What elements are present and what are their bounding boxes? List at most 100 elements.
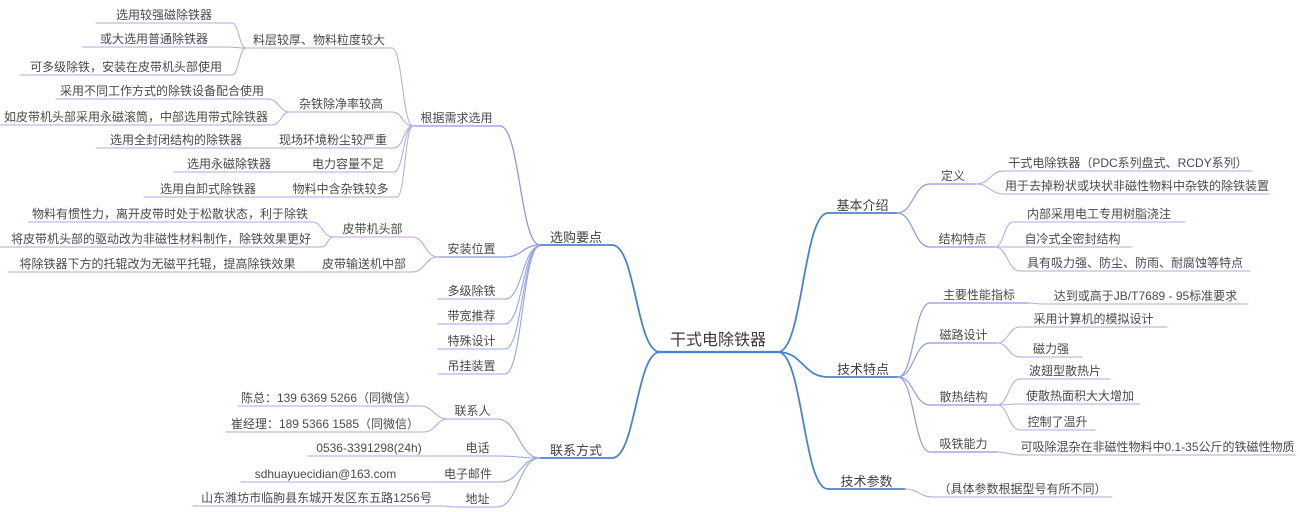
node-contact-cui[interactable]: 崔经理：189 5366 1585（同微信）	[230, 417, 420, 431]
node-phone[interactable]: 电话	[465, 441, 490, 455]
node-fully-enclosed-separator[interactable]: 选用全封闭结构的除铁器	[109, 133, 242, 147]
node-increased-area[interactable]: 使散热面积大大增加	[1025, 389, 1134, 403]
branch-line	[897, 302, 1029, 378]
node-install-position[interactable]: 安装位置	[447, 242, 496, 256]
node-insufficient-power[interactable]: 电力容量不足	[311, 157, 384, 171]
node-or-larger-ordinary-separator[interactable]: 或大选用普通除铁器	[99, 32, 208, 46]
node-belt-head[interactable]: 皮带机头部	[342, 222, 403, 236]
branch-line	[192, 505, 459, 508]
node-basic-intro[interactable]: 基本介绍	[836, 198, 889, 213]
node-definition[interactable]: 定义	[940, 169, 965, 183]
node-definition-series[interactable]: 干式电除铁器（PDC系列盘式、RCDY系列）	[1008, 156, 1248, 170]
node-much-iron-in-material[interactable]: 物料中含杂铁较多	[292, 182, 389, 196]
branch-line	[315, 256, 439, 273]
node-contact-person[interactable]: 联系人	[454, 404, 491, 418]
node-address-detail[interactable]: 山东潍坊市临朐县东城开发区东五路1256号	[201, 491, 432, 505]
node-wave-fin[interactable]: 波翅型散热片	[1028, 364, 1101, 378]
branch-line	[896, 183, 977, 214]
node-dusty-environment[interactable]: 现场环境粉尘较严重	[278, 133, 387, 147]
branch-line	[245, 47, 414, 127]
node-tech-features[interactable]: 技术特点	[836, 362, 889, 377]
branch-line	[437, 244, 541, 258]
node-address[interactable]: 地址	[465, 492, 490, 506]
node-select-by-demand[interactable]: 根据需求选用	[420, 111, 493, 125]
node-root[interactable]: 干式电除铁器	[669, 332, 766, 349]
branch-line	[447, 418, 541, 459]
node-special-design[interactable]: 特殊设计	[447, 334, 496, 348]
node-temp-control[interactable]: 控制了温升	[1027, 415, 1088, 429]
branch-line	[897, 376, 998, 453]
branch-line	[897, 342, 998, 378]
branch-line	[975, 170, 1253, 185]
branch-line	[0, 111, 291, 126]
node-use-stronger-magnetic-separator[interactable]: 选用较强磁除铁器	[115, 8, 212, 22]
branch-line	[237, 405, 449, 420]
branch-line	[996, 326, 1168, 344]
node-performance-index[interactable]: 主要性能指标	[942, 288, 1015, 302]
node-iron-absorption[interactable]: 吸铁能力	[939, 437, 988, 451]
node-multistage-removal[interactable]: 多级除铁	[447, 284, 496, 298]
branch-line	[994, 246, 1251, 272]
node-example-combination[interactable]: 如皮带机头部采用永磁滚筒，中部选用带式除铁器	[3, 110, 268, 124]
node-selection-points[interactable]: 选购要点	[549, 230, 602, 245]
branch-line	[437, 245, 541, 375]
node-tech-params[interactable]: 技术参数	[840, 474, 893, 489]
node-inertia-benefit[interactable]: 物料有惯性力，离开皮带时处于松散状态，利于除铁	[31, 207, 308, 221]
node-magnetic-circuit[interactable]: 磁路设计	[939, 328, 988, 342]
node-hanging-device[interactable]: 吊挂装置	[447, 359, 496, 373]
branch-line	[457, 457, 541, 508]
branch-line	[1027, 302, 1249, 305]
branch-line	[777, 212, 898, 353]
branch-line	[27, 221, 334, 238]
branch-line	[777, 351, 899, 378]
branch-line	[896, 212, 996, 248]
node-high-removal-rate[interactable]: 杂铁除净率较高	[298, 97, 383, 111]
branch-line	[283, 125, 414, 198]
node-contact-info[interactable]: 联系方式	[549, 443, 602, 458]
node-structure-features[interactable]: 结构特点	[938, 232, 987, 246]
node-computer-simulation[interactable]: 采用计算机的模拟设计	[1033, 312, 1154, 326]
branch-line	[19, 47, 247, 76]
branch-line	[539, 351, 661, 459]
branch-line	[996, 403, 1141, 406]
branch-line	[225, 418, 449, 433]
branch-line	[897, 376, 998, 406]
branch-line	[994, 221, 1186, 248]
node-self-discharging-separator[interactable]: 选用自卸式除铁器	[159, 182, 256, 196]
branch-line	[457, 455, 541, 459]
node-params-note[interactable]: （具体参数根据型号有所不同）	[938, 482, 1107, 496]
branch-line	[332, 236, 439, 258]
branch-line	[412, 125, 541, 246]
node-standard-requirement[interactable]: 达到或高于JB/T7689 - 95标准要求	[1053, 289, 1238, 303]
node-multilevel-at-belt-head[interactable]: 可多级除铁，安装在皮带机头部使用	[29, 60, 222, 74]
node-email-address[interactable]: sdhuayuecidian@163.com	[254, 467, 397, 481]
node-self-cooling[interactable]: 自冷式全密封结构	[1024, 232, 1121, 246]
branch-line	[0, 236, 334, 248]
node-permanent-magnet-separator[interactable]: 选用永磁除铁器	[186, 157, 271, 171]
branch-line	[996, 378, 1111, 406]
branch-line	[95, 22, 247, 49]
node-email[interactable]: 电子邮件	[443, 467, 492, 481]
branch-line	[904, 488, 1113, 498]
node-resin-casting[interactable]: 内部采用电工专用树脂浇注	[1026, 207, 1171, 221]
branch-line	[777, 351, 906, 490]
node-nonmagnetic-roller[interactable]: 将除铁器下方的托辊改为无磁平托辊，提高除铁效果	[19, 257, 296, 271]
branch-line	[996, 451, 1296, 456]
node-bandwidth-recommendation[interactable]: 带宽推荐	[447, 309, 496, 323]
node-feature-list[interactable]: 具有吸力强、防尘、防雨、耐腐蚀等特点	[1026, 256, 1243, 270]
node-heat-dissipation[interactable]: 散热结构	[939, 390, 988, 404]
branch-line	[301, 125, 414, 173]
node-nonmagnetic-drive[interactable]: 将皮带机头部的驱动改为非磁性材料制作，除铁效果更好	[10, 232, 311, 246]
node-contact-chen[interactable]: 陈总：139 6369 5266（同微信）	[240, 391, 418, 405]
node-absorption-capacity[interactable]: 可吸除混杂在非磁性物料中0.1-35公斤的铁磁性物质	[1020, 440, 1295, 454]
branch-line	[996, 404, 1096, 431]
node-strong-magnetism[interactable]: 磁力强	[1032, 342, 1069, 356]
node-definition-purpose[interactable]: 用于去掉粉状或块状非磁性物料中杂铁的除铁装置	[1004, 179, 1269, 193]
node-combine-different-devices[interactable]: 采用不同工作方式的除铁设备配合使用	[59, 84, 264, 98]
branch-line	[996, 342, 1083, 358]
node-phone-number[interactable]: 0536-3391298(24h)	[316, 441, 422, 455]
node-belt-middle[interactable]: 皮带输送机中部	[321, 257, 406, 271]
node-thick-layer-large-particle[interactable]: 料层较厚、物料粒度较大	[252, 33, 385, 47]
